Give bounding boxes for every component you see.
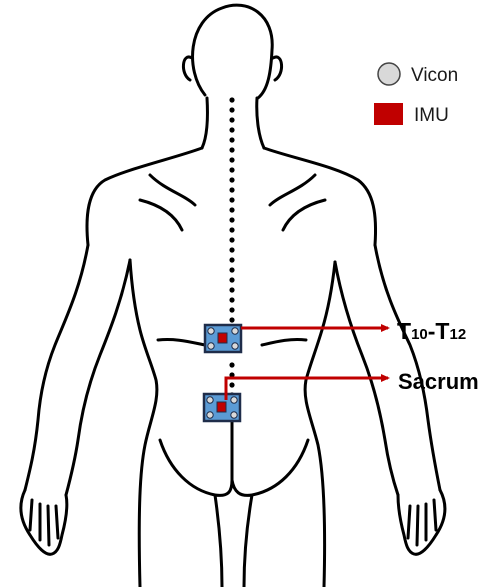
sensor-sacrum <box>204 394 240 421</box>
waist-left-contour <box>158 339 205 345</box>
left-scapula-outline <box>140 175 195 230</box>
vicon-marker <box>207 397 213 403</box>
right-scapula-outline <box>270 175 325 230</box>
head-outline <box>193 5 273 98</box>
legend-imu-swatch <box>374 103 403 125</box>
spine-dots <box>229 97 234 407</box>
right-arm-outer-outline <box>375 245 440 490</box>
legend-vicon-label: Vicon <box>411 65 458 86</box>
legend-vicon-swatch <box>378 63 400 85</box>
vicon-marker <box>231 412 237 418</box>
sensor-t10-t12 <box>205 325 241 352</box>
imu-marker <box>217 402 226 412</box>
vicon-marker <box>231 397 237 403</box>
right-leg-inner-outline <box>244 495 252 587</box>
vicon-marker <box>207 412 213 418</box>
vicon-marker <box>232 343 238 349</box>
right-ear-outline <box>273 57 282 80</box>
left-leg-inner-outline <box>215 495 222 587</box>
body-outline <box>21 5 445 587</box>
torso-left-outline <box>130 260 157 587</box>
left-arm-outer-outline <box>25 245 88 490</box>
left-hand-outline <box>21 490 67 554</box>
legend-imu-label: IMU <box>414 105 449 126</box>
waist-right-contour <box>262 339 306 345</box>
torso-right-outline <box>305 262 335 587</box>
right-hand-outline <box>398 490 445 554</box>
buttocks-outline <box>160 440 308 495</box>
legend: Vicon IMU <box>374 63 458 126</box>
vicon-marker <box>208 343 214 349</box>
vicon-marker <box>208 328 214 334</box>
label-sacrum: Sacrum <box>398 369 479 394</box>
imu-marker <box>218 333 227 343</box>
neck-right-outline <box>257 98 264 148</box>
left-ear-outline <box>183 57 192 80</box>
neck-left-outline <box>202 98 207 148</box>
vicon-marker <box>232 328 238 334</box>
label-t10-t12: T10-T12 <box>397 318 466 344</box>
